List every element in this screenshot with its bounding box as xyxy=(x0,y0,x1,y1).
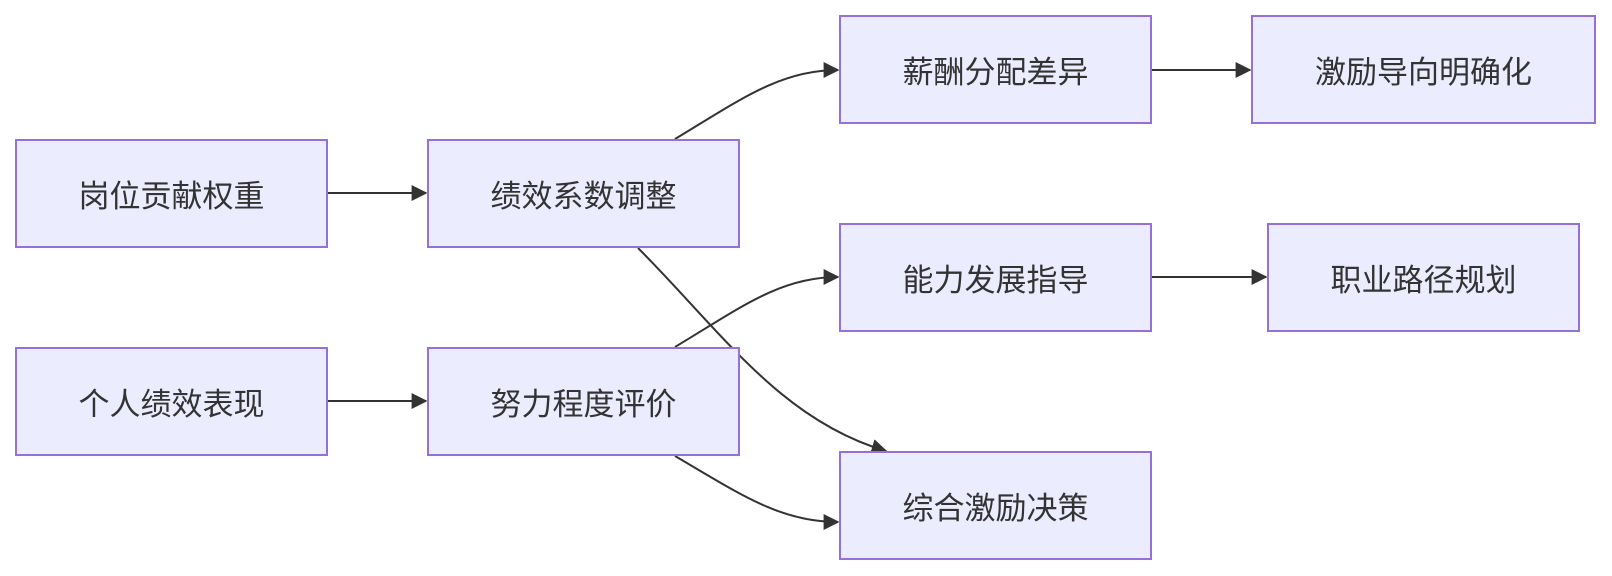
node-composite-label: 综合激励决策 xyxy=(902,491,1089,527)
node-personal-perf-label: 个人绩效表现 xyxy=(78,387,265,423)
edge-effort-eval-to-composite xyxy=(674,455,840,530)
edge-perf-coef-to-composite xyxy=(637,247,888,455)
node-composite: 综合激励决策 xyxy=(839,451,1152,560)
node-ability-guide-label: 能力发展指导 xyxy=(902,263,1089,299)
node-perf-coef-label: 绩效系数调整 xyxy=(490,179,677,215)
node-incentive-clear-label: 激励导向明确化 xyxy=(1315,55,1532,91)
node-career-path: 职业路径规划 xyxy=(1267,223,1580,332)
node-personal-perf: 个人绩效表现 xyxy=(15,347,328,456)
node-incentive-clear: 激励导向明确化 xyxy=(1251,15,1596,124)
node-post-weight: 岗位贡献权重 xyxy=(15,139,328,248)
node-effort-eval: 努力程度评价 xyxy=(427,347,740,456)
node-pay-diff-label: 薪酬分配差异 xyxy=(902,55,1089,91)
node-post-weight-label: 岗位贡献权重 xyxy=(78,179,265,215)
node-career-path-label: 职业路径规划 xyxy=(1330,263,1517,299)
edge-perf-coef-to-pay-diff xyxy=(674,62,840,140)
node-effort-eval-label: 努力程度评价 xyxy=(490,387,677,423)
node-perf-coef: 绩效系数调整 xyxy=(427,139,740,248)
node-pay-diff: 薪酬分配差异 xyxy=(839,15,1152,124)
node-ability-guide: 能力发展指导 xyxy=(839,223,1152,332)
edge-effort-eval-to-ability-guide xyxy=(674,269,840,348)
